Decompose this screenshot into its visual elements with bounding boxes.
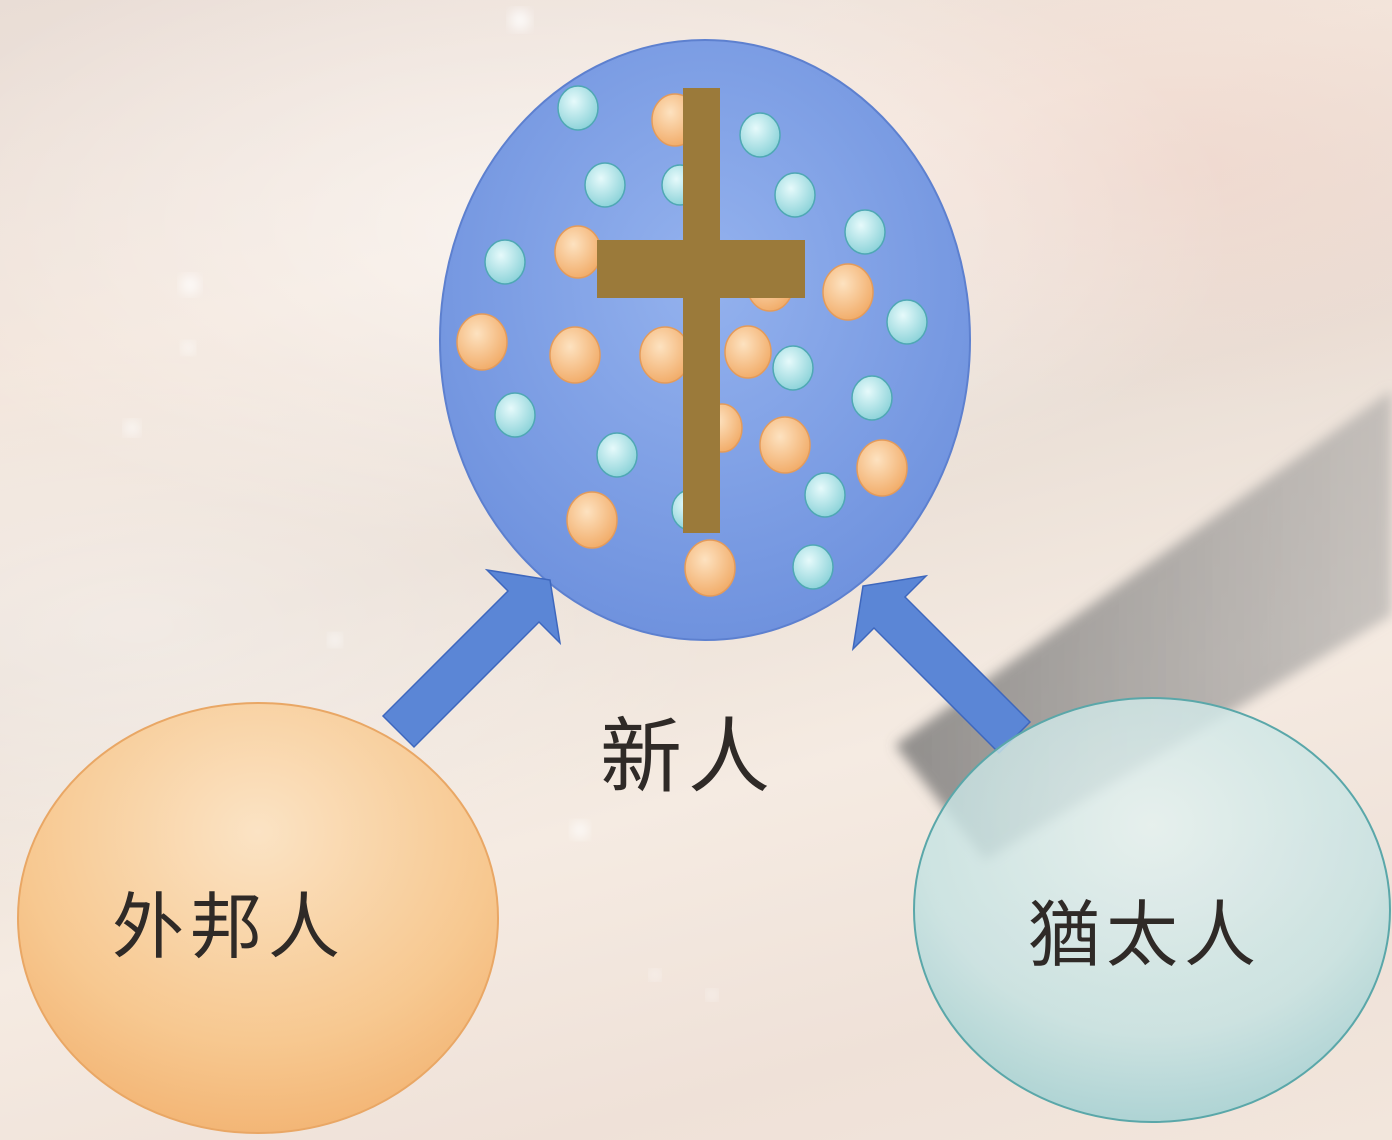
dot-teal [557, 85, 599, 131]
dot-teal [844, 209, 886, 255]
dot-orange [554, 225, 602, 279]
dot-teal [886, 299, 928, 345]
gentiles-circle [17, 702, 499, 1134]
dot-teal [596, 432, 638, 478]
jews-label: 猶太人 [1028, 893, 1263, 977]
dot-orange [822, 263, 874, 321]
dot-teal [804, 472, 846, 518]
gentiles-label: 外邦人 [112, 885, 347, 969]
dot-orange [549, 326, 601, 384]
dot-teal [739, 112, 781, 158]
arrow-right-icon [851, 574, 1032, 755]
dot-orange [639, 326, 691, 384]
dot-orange [724, 325, 772, 379]
dot-teal [494, 392, 536, 438]
dot-teal [851, 375, 893, 421]
arrow-left-icon [381, 568, 562, 749]
dot-orange [856, 439, 908, 497]
cross-icon [597, 88, 805, 533]
dot-teal [484, 239, 526, 285]
dot-orange [684, 539, 736, 597]
new-man-label: 新人 [600, 710, 777, 805]
dot-orange [456, 313, 508, 371]
dot-teal [792, 544, 834, 590]
jews-circle [913, 697, 1391, 1123]
dot-teal [772, 345, 814, 391]
dot-orange [759, 416, 811, 474]
dot-teal [584, 162, 626, 208]
dot-orange [566, 491, 618, 549]
dot-teal [774, 172, 816, 218]
